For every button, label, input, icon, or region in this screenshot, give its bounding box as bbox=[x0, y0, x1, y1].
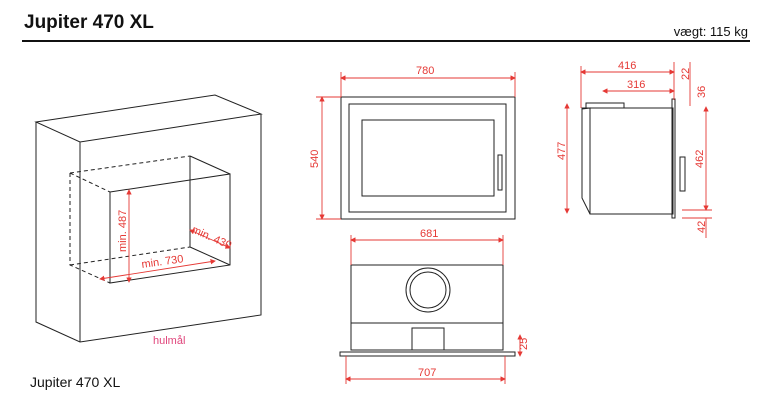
base-height-label: 25 bbox=[518, 338, 530, 350]
front-view: 780 540 bbox=[309, 65, 516, 220]
front-height-label: 540 bbox=[309, 150, 321, 168]
niche-height-label: min. 487 bbox=[117, 210, 129, 252]
side-bottom-label: 42 bbox=[696, 221, 708, 233]
niche-width-label: min. 730 bbox=[141, 253, 184, 271]
caption: Jupiter 470 XL bbox=[30, 374, 121, 390]
side-inner-depth-label: 316 bbox=[627, 79, 645, 91]
side-depth-label: 416 bbox=[618, 60, 636, 72]
side-top-gap-label: 36 bbox=[696, 86, 708, 98]
base-width-label: 707 bbox=[418, 367, 436, 379]
page-title: Jupiter 470 XL bbox=[24, 12, 154, 33]
weight-label: vægt: 115 kg bbox=[673, 24, 748, 39]
title-divider bbox=[22, 40, 750, 42]
bottom-width-label: 681 bbox=[420, 228, 438, 240]
side-view: 416 316 477 462 22 36 42 bbox=[556, 60, 712, 238]
side-top-offset-label: 22 bbox=[680, 68, 692, 80]
niche-depth-label: min. 430 bbox=[190, 224, 233, 252]
niche-label: hulmål bbox=[153, 335, 185, 347]
side-height-label: 477 bbox=[556, 142, 568, 160]
front-width-label: 780 bbox=[416, 65, 434, 77]
bottom-view: 681 707 25 bbox=[339, 228, 530, 384]
side-inner-height-label: 462 bbox=[694, 150, 706, 168]
niche-diagram: min. 487 min. 730 min. 430 hulmål bbox=[34, 94, 263, 347]
